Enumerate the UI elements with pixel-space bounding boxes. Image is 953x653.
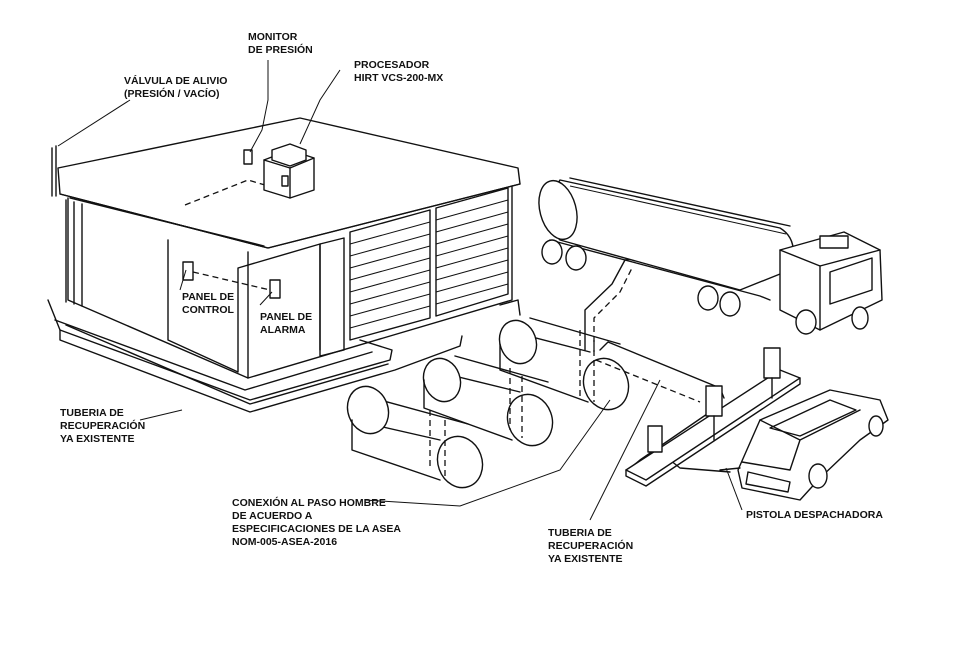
label-tuberia-centro: TUBERIA DE RECUPERACIÓN YA EXISTENTE — [548, 527, 636, 565]
dispenser-2 — [705, 385, 723, 417]
underground-tanks — [346, 317, 630, 489]
tanker-truck — [538, 177, 883, 335]
label-panel-alarma: PANEL DE ALARMA — [260, 311, 315, 336]
dispenser-island — [625, 347, 801, 487]
dispenser-3 — [763, 347, 781, 379]
label-monitor-presion: MONITOR DE PRESIÓN — [248, 31, 313, 56]
label-panel-control: PANEL DE CONTROL — [182, 291, 237, 316]
recovery-piping-left — [59, 299, 521, 413]
control-panel-box — [182, 261, 194, 281]
car — [719, 389, 889, 501]
vapor-processor-unit — [263, 143, 315, 199]
truck-vapor-line — [584, 257, 641, 352]
relief-valve-pole — [51, 145, 57, 197]
label-conexion-paso-hombre: CONEXIÓN AL PASO HOMBRE DE ACUERDO A ESP… — [232, 496, 404, 548]
label-procesador: PROCESADOR HIRT VCS-200-MX — [354, 59, 443, 84]
dispenser-1 — [647, 425, 663, 453]
leader-lines — [57, 60, 743, 521]
label-valvula-alivio: VÁLVULA DE ALIVIO (PRESIÓN / VACÍO) — [124, 74, 230, 100]
label-pistola-despachadora: PISTOLA DESPACHADORA — [746, 509, 883, 521]
pressure-monitor-box — [243, 149, 253, 165]
label-tuberia-izquierda: TUBERIA DE RECUPERACIÓN YA EXISTENTE — [60, 407, 148, 445]
alarm-panel-box — [269, 279, 281, 299]
